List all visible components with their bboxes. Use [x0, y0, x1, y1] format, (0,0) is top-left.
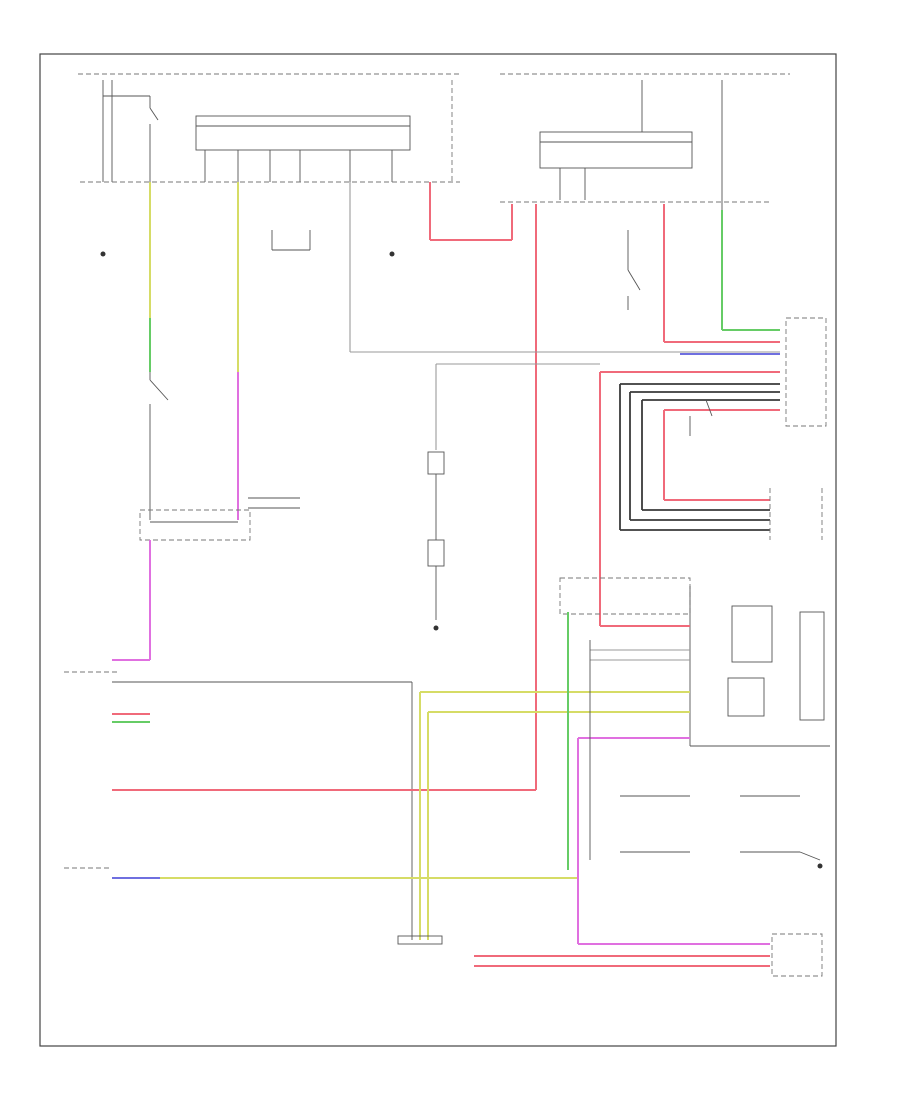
center-switch-b	[427, 539, 445, 567]
bottom-connectors	[397, 933, 823, 977]
control-box	[539, 131, 693, 169]
combination-meter-block	[419, 577, 830, 944]
right-middle-connector	[620, 488, 823, 540]
meter-inner-a	[731, 605, 773, 663]
main-trunk-wires	[349, 182, 780, 790]
center-switch-a	[427, 451, 445, 475]
meter-inner-b	[727, 677, 765, 717]
top-left-power-section	[78, 73, 460, 183]
bottom-right-connector	[771, 933, 823, 977]
center-switch-column	[427, 363, 600, 631]
relay-box	[195, 115, 411, 151]
right-upper-connector	[599, 317, 827, 626]
left-connector-block	[64, 671, 578, 940]
sensor-box	[139, 509, 251, 541]
left-switch-chain	[100, 182, 395, 661]
junction-connector	[397, 935, 443, 945]
top-right-control-section	[500, 73, 790, 310]
upper-connector-block	[785, 317, 827, 427]
meter-inner-c	[799, 611, 825, 721]
diagram-border	[39, 53, 837, 1047]
meter-box	[559, 577, 691, 615]
lower-right-switches	[589, 640, 823, 869]
